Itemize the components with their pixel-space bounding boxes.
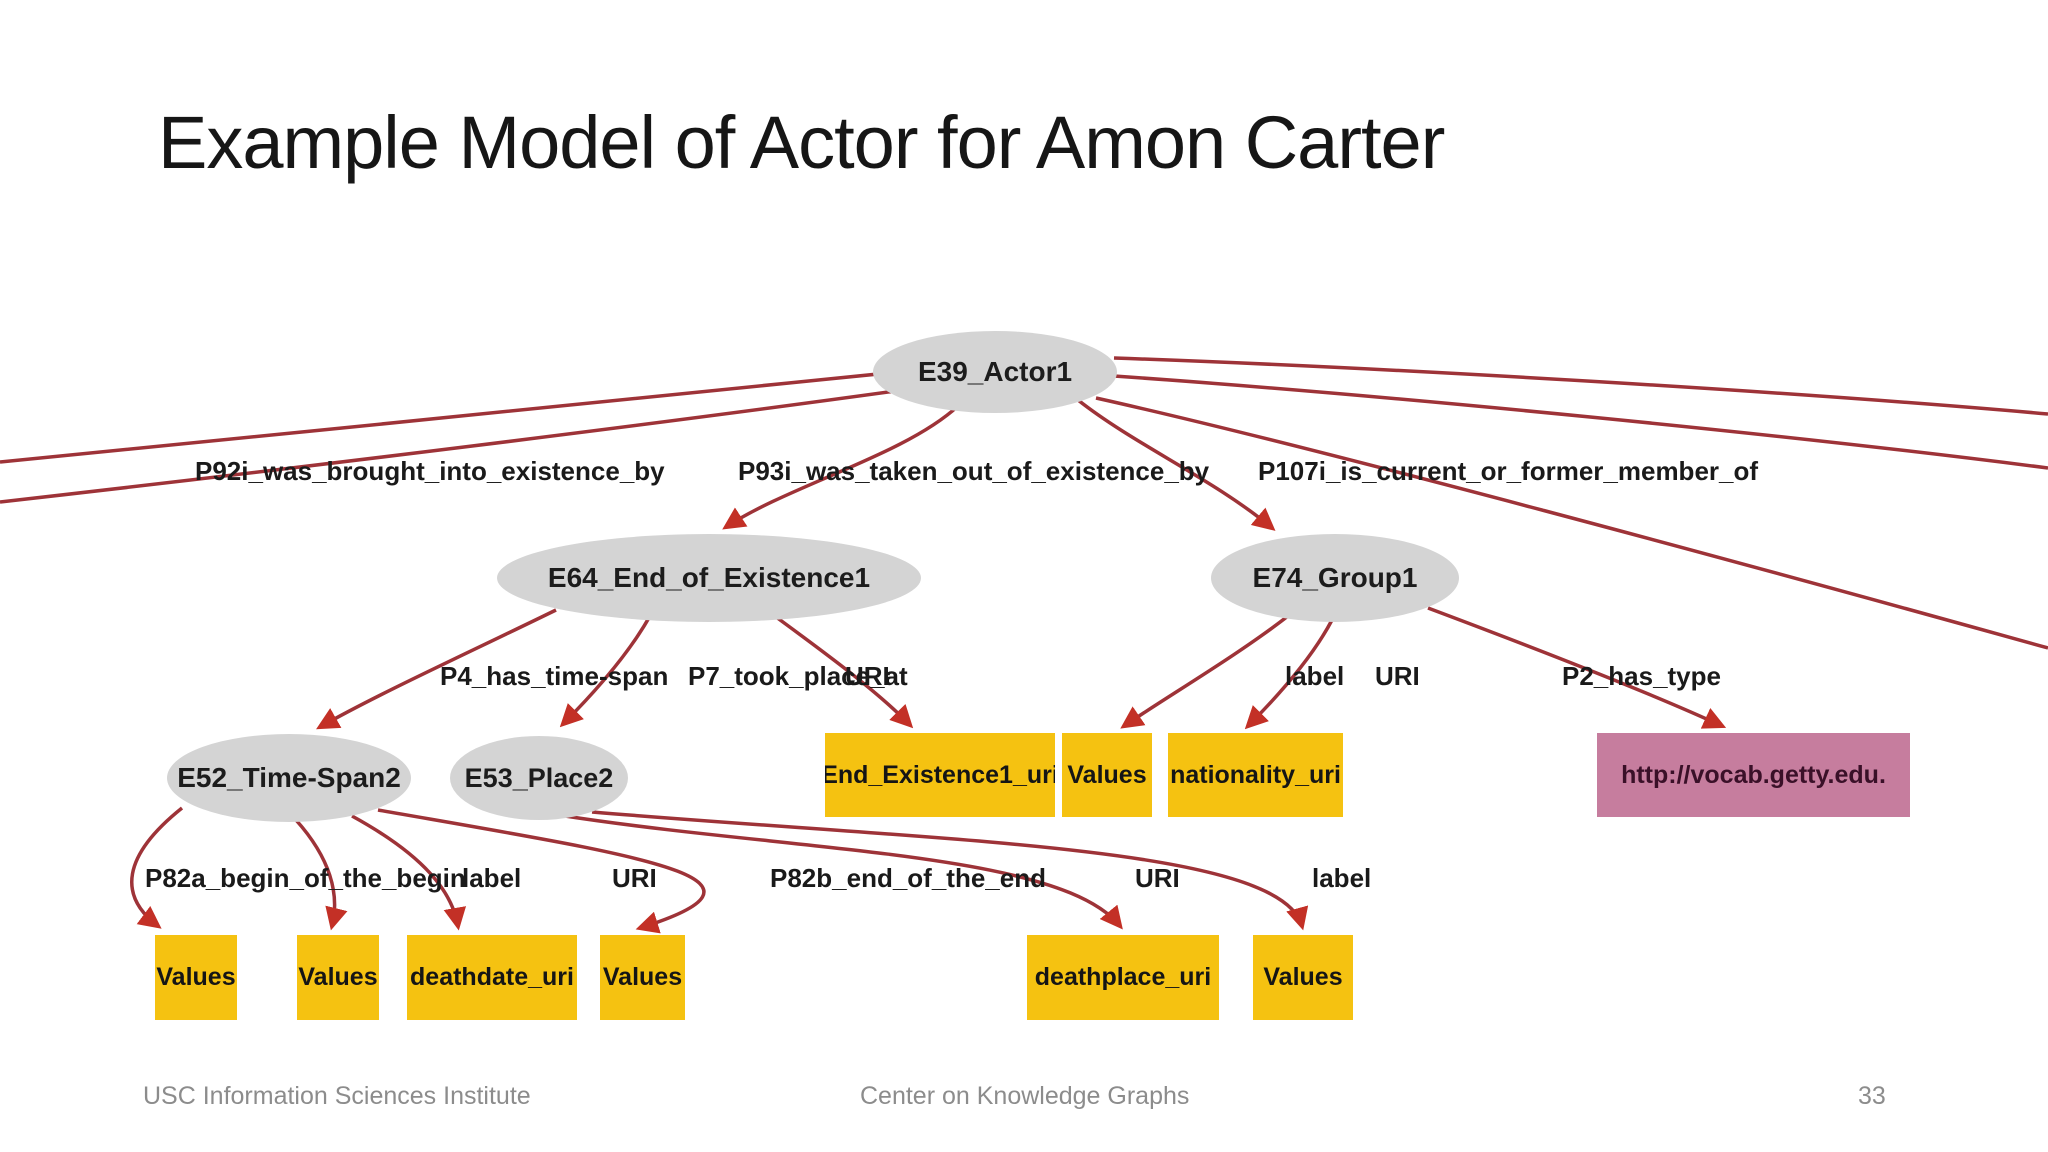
edge-e74-to-nationality-uri: [1244, 619, 1334, 730]
node-place-label-values: Values: [1253, 935, 1353, 1020]
edge-label-p4: P4_has_time-span: [440, 661, 669, 691]
edge-e39-offscreen-left-2: [0, 388, 904, 504]
edge-e64-to-e52: [316, 608, 557, 730]
edge-label-p92i: P92i_was_brought_into_existence_by: [195, 456, 665, 486]
edge-e39-to-e74: [1076, 398, 1276, 531]
edge-label-p93i: P93i_was_taken_out_of_existence_by: [738, 456, 1210, 486]
node-timespan-label-values: Values: [297, 935, 379, 1020]
edge-label-p2: P2_has_type: [1562, 661, 1721, 691]
edge-e52-to-end-values: [377, 808, 706, 934]
node-deathdate-uri: deathdate_uri: [407, 935, 577, 1020]
node-deathplace-uri: deathplace_uri: [1027, 935, 1219, 1020]
edge-label-p82a: P82a_begin_of_the_begin: [145, 863, 466, 893]
edge-e39-to-e64: [722, 404, 960, 530]
node-label: Values: [298, 963, 378, 991]
node-end-existence1-uri: End_Existence1_uri: [825, 733, 1055, 817]
node-e52-time-span2: E52_Time-Span2: [167, 734, 411, 822]
node-label: End_Existence1_uri: [825, 760, 1055, 789]
edge-label-label-group: label: [1285, 661, 1345, 691]
edge-label-uri-group: URI: [1375, 661, 1420, 691]
node-e74-group1: E74_Group1: [1211, 534, 1459, 622]
node-getty-vocab-uri: http://vocab.getty.edu.: [1597, 733, 1910, 817]
node-end-values: Values: [600, 935, 685, 1020]
edge-label-label-place: label: [1312, 863, 1372, 893]
node-label: deathplace_uri: [1034, 963, 1212, 991]
node-label: Values: [602, 963, 683, 991]
edge-e53-to-label-values: [591, 810, 1309, 931]
node-label: nationality_uri: [1170, 760, 1341, 789]
footer-center: Center on Knowledge Graphs: [860, 1082, 1190, 1110]
edge-label-p7: P7_took_place_at: [688, 661, 908, 691]
node-label: Values: [1263, 963, 1343, 991]
edge-label-uri-timespan: URI: [612, 863, 657, 893]
node-label: E74_Group1: [1252, 562, 1418, 593]
edge-e39-offscreen-right-1: [1113, 356, 2048, 416]
edge-e74-to-getty-uri: [1427, 606, 1727, 729]
node-nationality-uri: nationality_uri: [1168, 733, 1343, 817]
edge-e64-to-e53: [559, 615, 652, 728]
node-group-label-values: Values: [1062, 733, 1152, 817]
node-label: Values: [1067, 760, 1147, 789]
footer-institute: USC Information Sciences Institute: [143, 1082, 531, 1110]
edge-e64-to-end-existence-uri: [770, 612, 914, 729]
node-label: http://vocab.getty.edu.: [1621, 760, 1886, 789]
node-label: Values: [156, 963, 236, 991]
edge-e74-to-values: [1120, 614, 1290, 729]
edge-e53-to-deathplace-uri: [564, 814, 1123, 930]
edge-label-label-timespan: label: [462, 863, 522, 893]
edge-label-p82b: P82b_end_of_the_end: [770, 863, 1046, 893]
edge-e52-to-label-values: [294, 818, 348, 931]
node-label: E39_Actor1: [917, 356, 1073, 387]
edge-e39-offscreen-right-3: [1095, 396, 2048, 650]
node-label: E52_Time-Span2: [177, 762, 401, 793]
node-label: deathdate_uri: [410, 963, 574, 991]
footer-page-number: 33: [1858, 1082, 1886, 1110]
node-e64-end-of-existence1: E64_End_of_Existence1: [497, 534, 921, 622]
edge-label-uri-place: URI: [1135, 863, 1180, 893]
node-begin-values: Values: [155, 935, 237, 1020]
edge-label-p107i: P107i_is_current_or_former_member_of: [1258, 456, 1759, 486]
edge-e52-to-deathdate-uri: [351, 814, 467, 931]
node-label: E53_Place2: [464, 762, 614, 793]
node-label: E64_End_of_Existence1: [547, 562, 871, 593]
node-e39-actor1: E39_Actor1: [873, 331, 1117, 413]
slide-title: Example Model of Actor for Amon Carter: [158, 101, 1445, 184]
node-e53-place2: E53_Place2: [450, 736, 628, 820]
edge-e52-to-begin-values: [130, 806, 184, 929]
edge-e39-offscreen-right-2: [1113, 374, 2048, 470]
edge-label-uri-end-existence: URI: [845, 661, 890, 691]
edge-e39-offscreen-left-1: [0, 370, 899, 464]
